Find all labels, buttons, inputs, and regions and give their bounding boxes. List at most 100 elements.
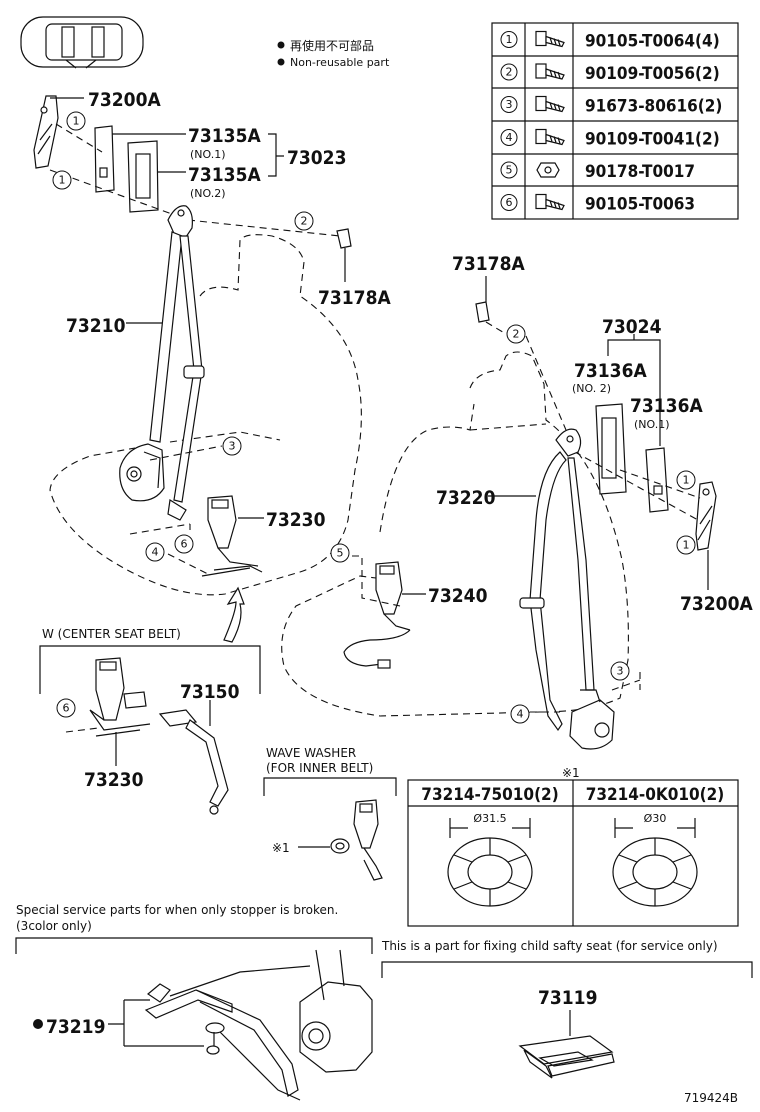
label-73219: 73219	[46, 1016, 105, 1038]
fastener-ref-circle	[500, 194, 518, 211]
callout-marker: 5	[330, 543, 350, 563]
fastener-part-number: 90178-T0017	[585, 162, 695, 182]
fastener-ref: 2	[506, 66, 513, 79]
label-note-mark-table: ※1	[562, 766, 580, 780]
part-73220-belt	[519, 428, 615, 750]
fastener-ref: 4	[506, 131, 513, 144]
wave-washer-icon	[330, 838, 350, 854]
callout-number: 4	[517, 708, 524, 721]
washer-part-number: 73214-0K010(2)	[586, 785, 725, 805]
label-special-2: (3color only)	[16, 919, 92, 933]
label-73220: 73220	[436, 487, 496, 509]
callout-circle	[56, 698, 76, 718]
callout-circle	[52, 170, 72, 190]
fastener-part-number: 90105-T0063	[585, 195, 695, 215]
non-reusable-dot-icon	[33, 1019, 43, 1029]
label-73200a-right: 73200A	[680, 593, 753, 615]
callout-number: 6	[181, 538, 188, 551]
part-73200a-right	[695, 481, 717, 551]
part-73150-belt	[158, 709, 229, 815]
label-wave-washer-2: (FOR INNER BELT)	[266, 761, 373, 775]
callout-number: 6	[63, 702, 70, 715]
label-figure-id: 719424B	[684, 1091, 738, 1105]
label-note-mark: ※1	[272, 841, 290, 855]
label-73240: 73240	[428, 585, 488, 607]
bolt-icon	[535, 128, 565, 146]
callout-marker: 3	[222, 436, 242, 456]
fastener-ref-circle	[500, 96, 518, 113]
label-child-note: This is a part for fixing child safty se…	[381, 939, 718, 953]
label-73178a-left: 73178A	[318, 287, 391, 309]
callout-number: 2	[301, 215, 308, 228]
label-special-1: Special service parts for when only stop…	[16, 903, 338, 917]
fastener-ref: 5	[506, 164, 513, 177]
stopper-icon	[205, 1022, 225, 1055]
label-73200a-top: 73200A	[88, 89, 161, 111]
fastener-part-number: 90109-T0056(2)	[585, 64, 720, 84]
callout-marker: 2	[294, 211, 314, 231]
part-73178a-right	[475, 301, 490, 323]
callout-marker: 4	[510, 704, 530, 724]
callout-circle	[174, 534, 194, 554]
fastener-ref: 3	[506, 98, 513, 111]
fastener-ref-circle	[500, 161, 518, 179]
callout-marker: 1	[66, 111, 86, 131]
legend-jp: 再使用不可部品	[290, 38, 374, 53]
bolt-icon	[535, 95, 565, 113]
part-inner-belt-buckle	[353, 799, 383, 881]
callout-marker: 1	[52, 170, 72, 190]
callout-number: 1	[73, 115, 80, 128]
part-73135a-no2	[127, 140, 159, 213]
washer-cell: 73214-0K010(2)Ø30	[586, 785, 725, 907]
label-73210: 73210	[66, 315, 126, 337]
label-73135a-no2-sub: (NO.2)	[190, 187, 226, 200]
callout-circle	[145, 542, 165, 562]
label-73136a-no1: 73136A	[630, 395, 703, 417]
fastener-part-number: 90105-T0064(4)	[585, 32, 720, 52]
callout-marker: 1	[676, 535, 696, 555]
washer-cell: 73214-75010(2)Ø31.5	[421, 785, 559, 907]
left-seat-outline	[49, 234, 362, 596]
part-73200a-left	[33, 95, 59, 169]
callout-circle	[330, 543, 350, 563]
part-73230-buckle	[201, 495, 263, 577]
washer-part-number: 73214-75010(2)	[421, 785, 558, 805]
part-73210-belt	[119, 205, 205, 521]
bolt-icon	[535, 30, 565, 48]
fastener-row: 2 90109-T0056(2)	[500, 63, 720, 84]
callout-circle	[610, 661, 630, 681]
nut-icon	[536, 162, 560, 178]
callout-number: 3	[229, 440, 236, 453]
bolt-icon	[535, 63, 565, 80]
label-center-title: W (CENTER SEAT BELT)	[42, 627, 181, 641]
arrow-up-icon	[223, 586, 245, 643]
label-73136a-no1-sub: (NO.1)	[634, 418, 670, 431]
bolt-icon	[535, 193, 565, 211]
callout-marker: 3	[610, 661, 630, 681]
fastener-ref-circle	[500, 63, 518, 81]
washer-icon	[447, 837, 533, 907]
label-73023: 73023	[287, 147, 346, 169]
label-73024: 73024	[602, 316, 662, 338]
non-reusable-legend: 再使用不可部品 Non-reusable part	[277, 38, 390, 69]
callout-circle	[66, 111, 86, 131]
part-73136a-no1	[645, 447, 669, 513]
label-73230: 73230	[266, 509, 326, 531]
callout-circle	[294, 211, 314, 231]
callout-marker: 1	[676, 470, 696, 490]
part-73219-assembly	[144, 949, 373, 1101]
label-73135a-no1: 73135A	[188, 125, 261, 147]
callout-marker: 4	[145, 542, 165, 562]
label-73135a-no1-sub: (NO.1)	[190, 148, 226, 161]
part-73240-buckle	[343, 561, 411, 669]
callout-number: 4	[152, 546, 159, 559]
callout-number: 1	[683, 474, 690, 487]
label-73150: 73150	[180, 681, 240, 703]
